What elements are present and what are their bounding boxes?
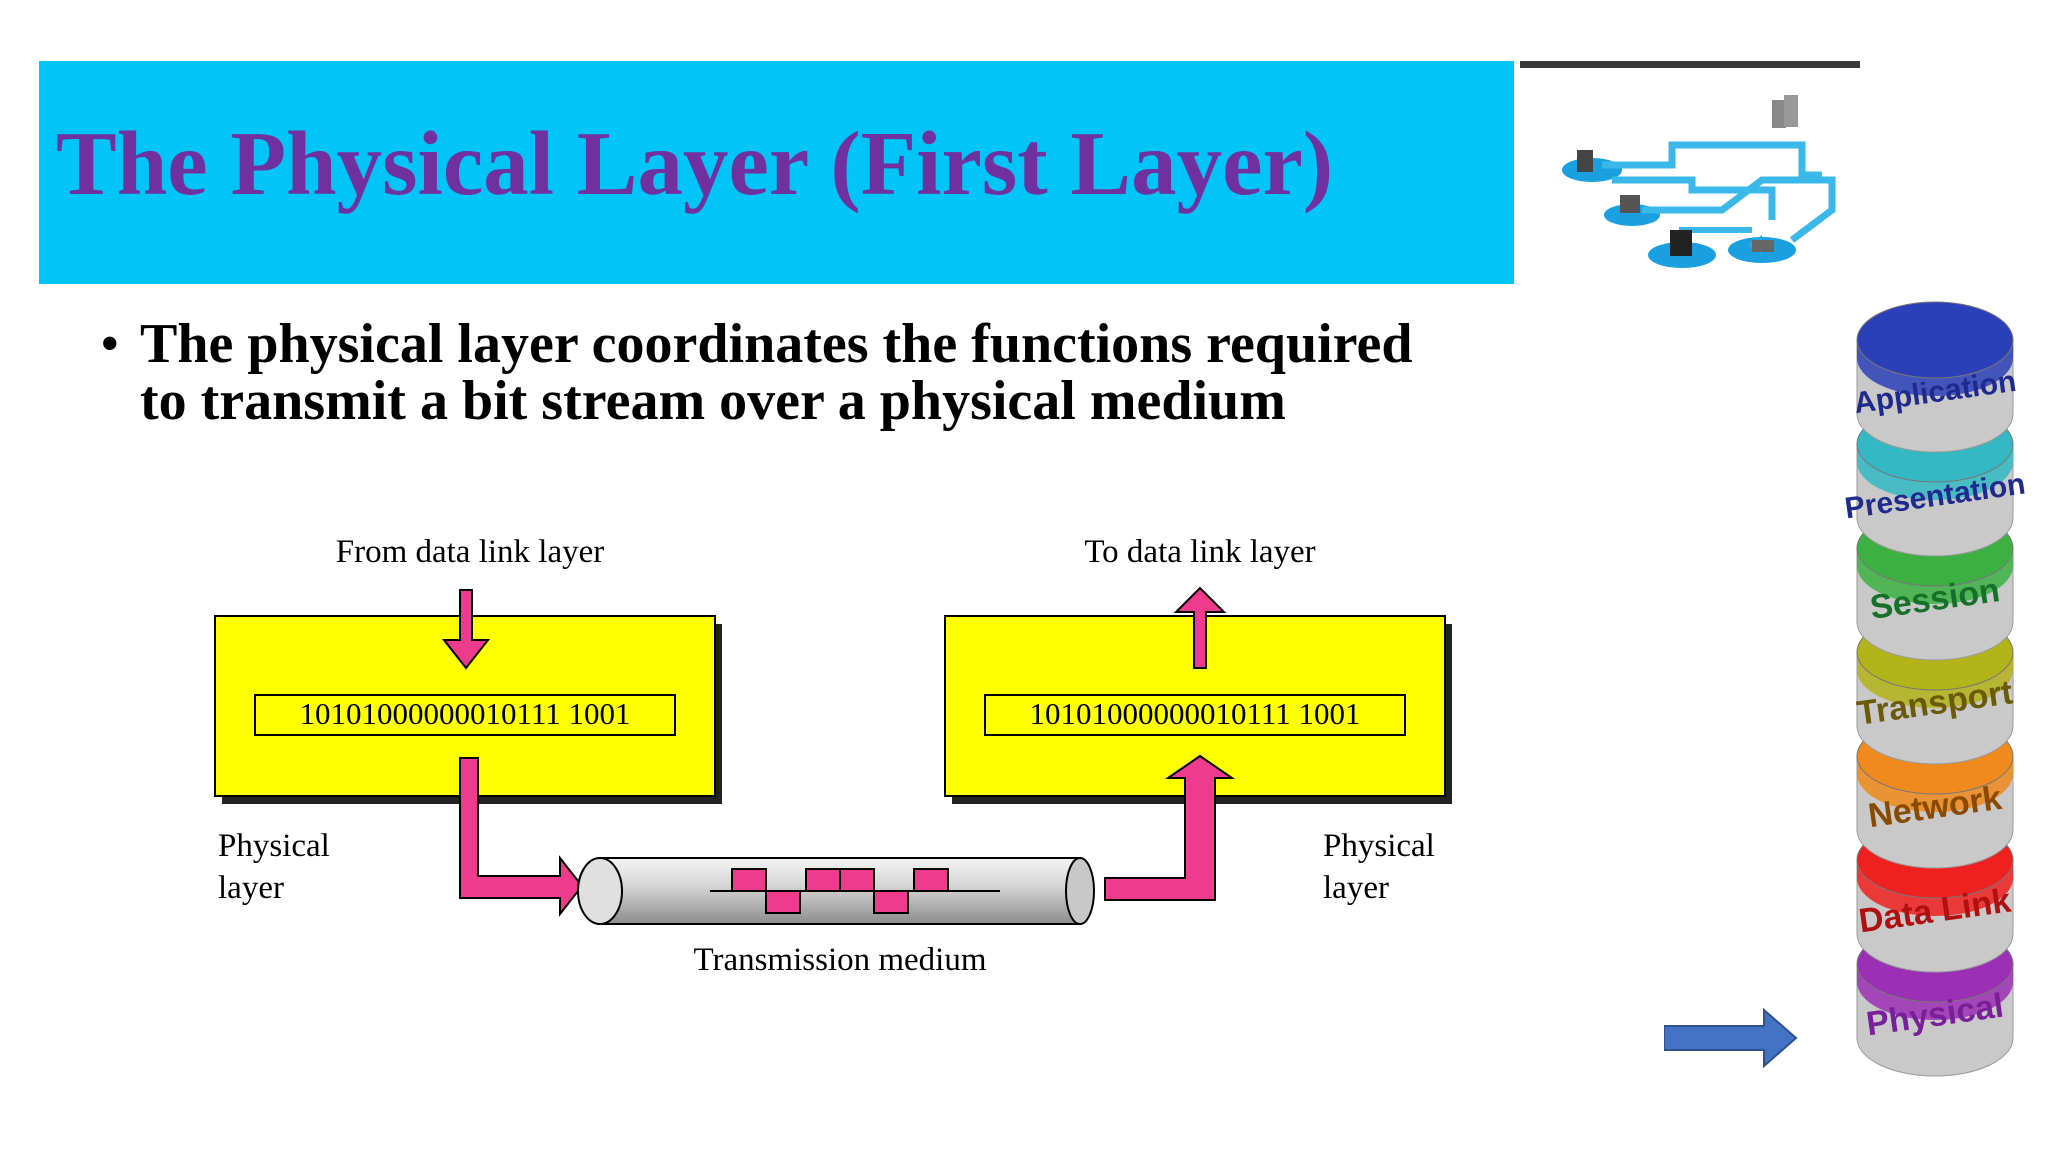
physical-layer-diagram: 10101000000010111 1001 10101000000010111… <box>214 534 1452 978</box>
transmission-medium-label: Transmission medium <box>693 942 986 978</box>
right-physical-label: Physical <box>1323 828 1435 864</box>
right-layer-label: layer <box>1323 870 1389 906</box>
cylinder-end <box>1065 857 1095 925</box>
receiver-bit-frame <box>984 694 1406 736</box>
receive-arrow-icon <box>1104 754 1236 901</box>
header-rule <box>1520 61 1860 68</box>
up-arrow-icon <box>1173 586 1227 669</box>
bullet-text: The physical layer coordinates the funct… <box>140 313 1413 432</box>
left-physical-label: Physical <box>218 828 330 864</box>
left-layer-label: layer <box>218 870 284 906</box>
to-data-link-label: To data link layer <box>1084 534 1315 570</box>
title-band <box>39 61 1514 284</box>
slide-title: The Physical Layer (First Layer) <box>56 113 1334 214</box>
sender-bits: 10101000000010111 1001 <box>300 696 631 731</box>
receiver-bits: 10101000000010111 1001 <box>1030 696 1361 731</box>
osi-layer-application: Application <box>1852 301 2018 453</box>
down-arrow-icon <box>441 589 491 670</box>
bullet-marker: • <box>100 313 120 375</box>
from-data-link-label: From data link layer <box>336 534 605 570</box>
osi-layer-data-link: Data Link <box>1856 821 2014 973</box>
network-illustration <box>1562 95 1836 268</box>
cylinder-front <box>577 857 623 925</box>
sender-bit-frame <box>254 694 676 736</box>
pointer-arrow-icon <box>1664 1008 1798 1068</box>
bit-signal-pulses <box>731 868 949 914</box>
send-arrow-icon <box>459 757 584 917</box>
